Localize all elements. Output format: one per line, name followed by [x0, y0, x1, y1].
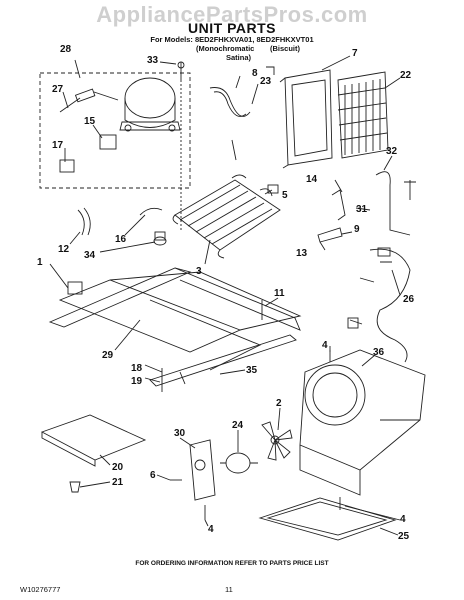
part-32	[404, 180, 416, 200]
callout-33: 33	[147, 55, 159, 66]
fan-motor-24	[220, 452, 258, 474]
callout-4-bottom: 4	[208, 524, 214, 535]
relay-27	[59, 88, 119, 113]
callout-36: 36	[373, 347, 385, 358]
fan-shroud-36	[299, 349, 426, 496]
compressor	[119, 77, 181, 132]
motor-bracket-30	[189, 439, 216, 501]
callout-7: 7	[352, 48, 358, 59]
evaporator-3	[172, 174, 281, 259]
callout-14: 14	[306, 174, 318, 185]
tube-8	[209, 87, 251, 117]
callout-6: 6	[150, 470, 156, 481]
callout-18: 18	[131, 363, 143, 374]
callout-15: 15	[84, 116, 96, 127]
callout-4-right: 4	[400, 514, 406, 525]
callout-26: 26	[403, 294, 415, 305]
variant-satina: Satina)	[226, 53, 252, 62]
foot-21	[69, 481, 81, 493]
cover-plate-20	[40, 414, 147, 461]
wiring-harness-26	[369, 248, 411, 363]
condenser-shroud-7	[279, 69, 333, 169]
callout-21: 21	[112, 477, 124, 488]
callout-2: 2	[276, 398, 282, 409]
callout-23: 23	[260, 76, 272, 87]
part-15-relay-box	[99, 134, 117, 150]
callout-16: 16	[115, 234, 127, 245]
callout-27: 27	[52, 84, 64, 95]
watermark: AppliancePartsPros.com	[96, 2, 368, 27]
callout-25: 25	[398, 531, 410, 542]
bracket-14	[331, 189, 346, 221]
rail-35	[149, 334, 297, 387]
fan-blade-2	[261, 421, 293, 461]
base-frame-29	[48, 267, 302, 371]
callout-3: 3	[196, 266, 202, 277]
callout-8: 8	[252, 68, 258, 79]
callout-28: 28	[60, 44, 72, 55]
clip-23	[266, 66, 275, 75]
drain-tube-31	[375, 171, 411, 236]
callout-11: 11	[274, 288, 285, 299]
wire-16	[139, 207, 163, 216]
callout-34: 34	[84, 250, 96, 261]
callout-17: 17	[52, 140, 64, 151]
diagram-title: UNIT PARTS	[188, 20, 276, 36]
ordering-footer: FOR ORDERING INFORMATION REFER TO PARTS …	[135, 560, 329, 567]
callout-20: 20	[112, 462, 124, 473]
callout-32: 32	[386, 146, 398, 157]
callout-13: 13	[296, 248, 308, 259]
compressor-group-box	[39, 72, 191, 189]
variant-biscuit: (Biscuit)	[270, 44, 300, 53]
drain-pan-25	[258, 497, 397, 541]
callout-19: 19	[131, 376, 143, 387]
variant-monochromatic: (Monochromatic	[196, 44, 255, 53]
callout-29: 29	[102, 350, 114, 361]
callout-5: 5	[282, 190, 288, 201]
callout-22: 22	[400, 70, 412, 81]
callout-12: 12	[58, 244, 70, 255]
callout-4-top: 4	[322, 340, 328, 351]
part-17-cover	[59, 159, 75, 173]
page-number: 11	[225, 585, 233, 594]
callout-35: 35	[246, 365, 258, 376]
grommet-34	[153, 236, 167, 246]
bracket-9	[317, 227, 343, 243]
callout-31: 31	[356, 204, 368, 215]
callout-9: 9	[354, 224, 360, 235]
callout-1: 1	[37, 257, 43, 268]
models-line: For Models: 8ED2FHKXVA01, 8ED2FHKXVT01	[150, 35, 314, 44]
condenser-coil-22	[337, 71, 389, 159]
callout-24: 24	[232, 420, 244, 431]
part-5	[267, 184, 279, 194]
document-part-number: W10276777	[20, 585, 61, 594]
tube-12	[77, 209, 85, 236]
callout-30: 30	[174, 428, 186, 439]
